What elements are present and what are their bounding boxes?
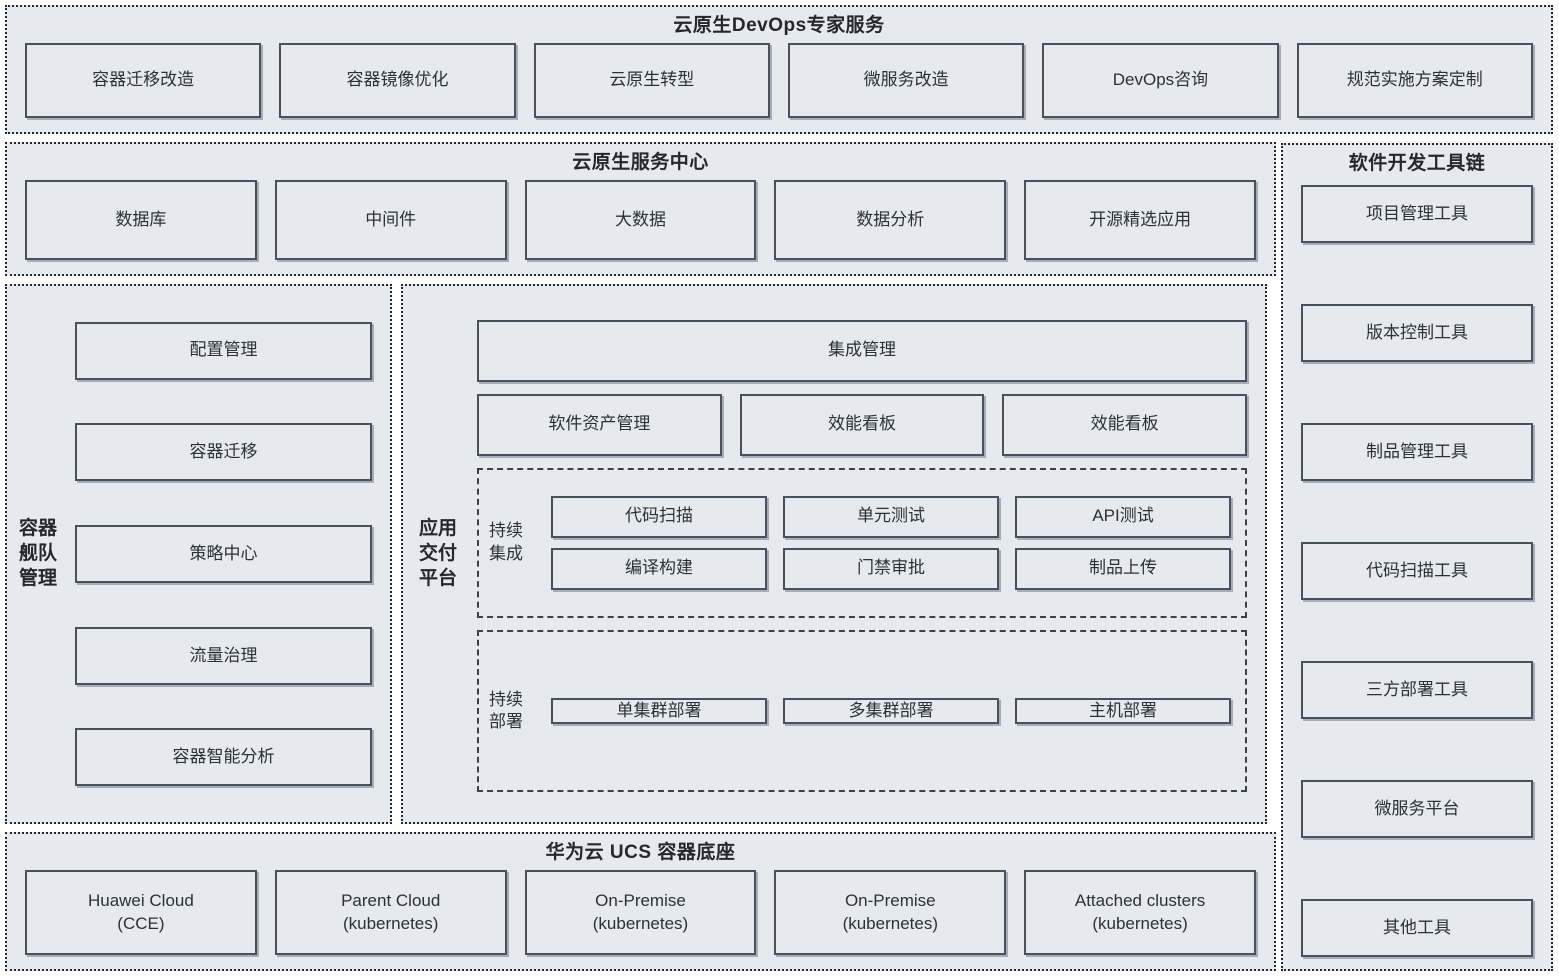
ucs-cluster-card[interactable]: Attached clusters (kubernetes) <box>1024 870 1256 955</box>
software-dev-toolchain-panel: 软件开发工具链 项目管理工具 版本控制工具 制品管理工具 代码扫描工具 三方部署… <box>1281 143 1553 971</box>
delivery-tool-card[interactable]: 效能看板 <box>1002 393 1247 456</box>
expert-services-card-list: 容器迁移改造 容器镜像优化 云原生转型 微服务改造 DevOps咨询 规范实施方… <box>7 42 1551 132</box>
ci-stage-card[interactable]: 门禁审批 <box>783 547 1000 590</box>
continuous-deployment-label: 持续 部署 <box>489 689 524 731</box>
cd-stage-card[interactable]: 单集群部署 <box>551 697 768 724</box>
fleet-management-label: 容器 舰队 管理 <box>19 518 58 590</box>
service-center-card[interactable]: 中间件 <box>274 179 507 260</box>
cd-stage-card[interactable]: 多集群部署 <box>783 697 1000 724</box>
platform-row: 容器 舰队 管理 配置管理 容器迁移 策略中心 流量治理 容器智能分析 应用 交… <box>5 283 1553 825</box>
ci-stage-card[interactable]: 编译构建 <box>551 547 768 590</box>
fleet-card[interactable]: 配置管理 <box>75 321 372 380</box>
continuous-integration-group: 持续 集成 代码扫描 单元测试 API测试 编译构建 门禁审批 制品上传 <box>477 467 1247 618</box>
container-fleet-management-panel: 容器 舰队 管理 配置管理 容器迁移 策略中心 流量治理 容器智能分析 <box>5 283 392 825</box>
toolchain-card[interactable]: 制品管理工具 <box>1301 422 1533 481</box>
cloud-native-service-center-panel: 云原生服务中心 数据库 中间件 大数据 数据分析 开源精选应用 <box>5 141 1276 276</box>
fleet-management-card-list: 配置管理 容器迁移 策略中心 流量治理 容器智能分析 <box>57 294 380 815</box>
ucs-cluster-card[interactable]: Huawei Cloud (CCE) <box>25 870 257 955</box>
delivery-platform-label: 应用 交付 平台 <box>419 518 458 590</box>
continuous-deployment-stages: 单集群部署 多集群部署 主机部署 <box>551 697 1232 724</box>
expert-services-panel: 云原生DevOps专家服务 容器迁移改造 容器镜像优化 云原生转型 微服务改造 … <box>5 5 1553 134</box>
service-center-card-list: 数据库 中间件 大数据 数据分析 开源精选应用 <box>7 179 1274 274</box>
toolchain-card[interactable]: 代码扫描工具 <box>1301 541 1533 600</box>
integration-management-card[interactable]: 集成管理 <box>477 319 1247 382</box>
toolchain-title: 软件开发工具链 <box>1348 153 1486 174</box>
continuous-integration-label: 持续 集成 <box>489 521 524 563</box>
ucs-container-base-panel: 华为云 UCS 容器底座 Huawei Cloud (CCE) Parent C… <box>5 832 1276 971</box>
cd-stage-row: 单集群部署 多集群部署 主机部署 <box>551 697 1232 724</box>
ucs-card-list: Huawei Cloud (CCE) Parent Cloud (kuberne… <box>7 870 1274 969</box>
toolchain-card[interactable]: 项目管理工具 <box>1301 184 1533 243</box>
service-center-card[interactable]: 数据库 <box>25 179 257 260</box>
ucs-title: 华为云 UCS 容器底座 <box>545 842 736 864</box>
expert-service-card[interactable]: DevOps咨询 <box>1042 42 1279 118</box>
expert-service-card[interactable]: 微服务改造 <box>787 42 1025 118</box>
service-center-card[interactable]: 数据分析 <box>774 179 1007 260</box>
expert-service-card[interactable]: 规范实施方案定制 <box>1296 42 1533 118</box>
expert-service-card[interactable]: 容器镜像优化 <box>279 42 516 118</box>
ci-stage-card[interactable]: API测试 <box>1015 495 1232 538</box>
fleet-card[interactable]: 策略中心 <box>75 524 372 583</box>
ucs-cluster-card[interactable]: On-Premise (kubernetes) <box>774 870 1007 955</box>
cd-stage-card[interactable]: 主机部署 <box>1015 697 1232 724</box>
service-center-card[interactable]: 开源精选应用 <box>1024 179 1256 260</box>
delivery-tools-row: 软件资产管理 效能看板 效能看板 <box>477 393 1247 456</box>
fleet-card[interactable]: 容器智能分析 <box>75 728 372 787</box>
continuous-integration-stages: 代码扫描 单元测试 API测试 编译构建 门禁审批 制品上传 <box>551 495 1232 590</box>
ci-stage-card[interactable]: 制品上传 <box>1015 547 1232 590</box>
ucs-cluster-card[interactable]: On-Premise (kubernetes) <box>524 870 757 955</box>
delivery-tool-card[interactable]: 效能看板 <box>739 393 985 456</box>
fleet-card[interactable]: 容器迁移 <box>75 423 372 482</box>
service-center-title: 云原生服务中心 <box>572 151 709 173</box>
service-center-card[interactable]: 大数据 <box>524 179 757 260</box>
toolchain-card-list: 项目管理工具 版本控制工具 制品管理工具 代码扫描工具 三方部署工具 微服务平台… <box>1283 181 1551 957</box>
application-delivery-platform-panel: 应用 交付 平台 集成管理 软件资产管理 效能看板 效能看板 持续 集成 代码扫… <box>401 283 1267 825</box>
ci-stage-card[interactable]: 单元测试 <box>783 495 1000 538</box>
toolchain-card[interactable]: 三方部署工具 <box>1301 660 1533 719</box>
ci-stage-row: 编译构建 门禁审批 制品上传 <box>551 547 1232 590</box>
delivery-tool-card[interactable]: 软件资产管理 <box>477 393 722 456</box>
ci-stage-card[interactable]: 代码扫描 <box>551 495 768 538</box>
ci-stage-row: 代码扫描 单元测试 API测试 <box>551 495 1232 538</box>
toolchain-card[interactable]: 微服务平台 <box>1301 779 1533 838</box>
ucs-cluster-card[interactable]: Parent Cloud (kubernetes) <box>274 870 507 955</box>
toolchain-card[interactable]: 版本控制工具 <box>1301 303 1533 362</box>
fleet-card[interactable]: 流量治理 <box>75 626 372 685</box>
expert-services-title: 云原生DevOps专家服务 <box>673 15 885 36</box>
expert-service-card[interactable]: 容器迁移改造 <box>25 42 262 118</box>
expert-service-card[interactable]: 云原生转型 <box>533 42 770 118</box>
continuous-deployment-group: 持续 部署 单集群部署 多集群部署 主机部署 <box>477 629 1247 793</box>
toolchain-card[interactable]: 其他工具 <box>1301 898 1533 957</box>
delivery-platform-content: 集成管理 软件资产管理 效能看板 效能看板 持续 集成 代码扫描 单元测试 AP… <box>461 294 1253 815</box>
service-center-row: 云原生服务中心 数据库 中间件 大数据 数据分析 开源精选应用 <box>5 141 1553 276</box>
